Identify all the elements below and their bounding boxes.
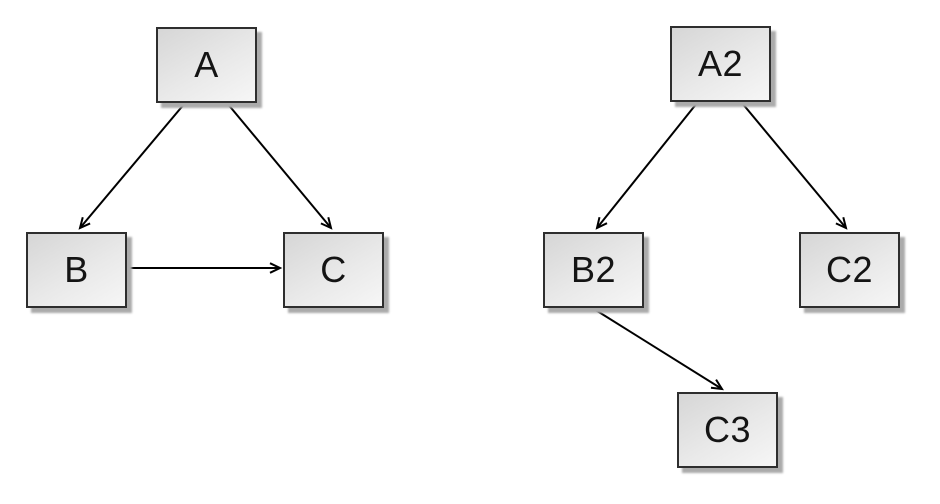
node-C-label: C	[320, 249, 347, 290]
node-C3[interactable]: C3	[677, 392, 778, 468]
edge-A-to-B	[78, 102, 186, 230]
node-B[interactable]: B	[26, 232, 127, 308]
node-B2-label: B2	[570, 249, 617, 290]
node-A[interactable]: A	[156, 27, 257, 103]
node-B2[interactable]: B2	[543, 232, 644, 308]
edge-B2-to-C3	[593, 308, 724, 391]
edge-A-to-C	[226, 102, 333, 230]
edge-A2-to-C2	[741, 102, 848, 230]
edge-A2-to-B2	[595, 102, 698, 230]
node-C[interactable]: C	[283, 232, 384, 308]
node-A2-label: A2	[697, 43, 744, 84]
node-C2-label: C2	[825, 249, 874, 290]
node-A2[interactable]: A2	[670, 26, 771, 102]
node-B-label: B	[64, 249, 89, 290]
node-C3-label: C3	[703, 409, 752, 450]
node-C2[interactable]: C2	[799, 232, 900, 308]
node-A-label: A	[194, 44, 219, 85]
